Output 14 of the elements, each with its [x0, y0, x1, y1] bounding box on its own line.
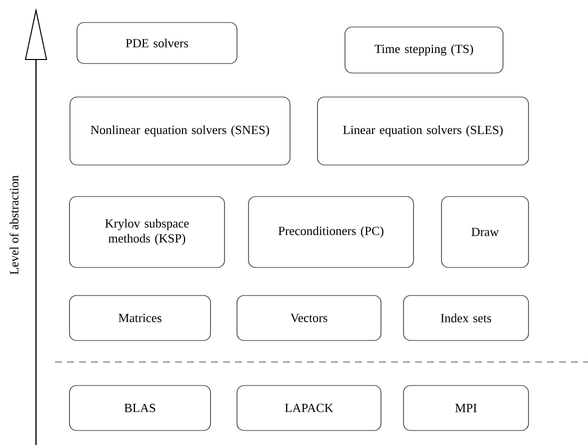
component-box: Nonlinear equation solvers (SNES): [70, 96, 290, 166]
component-box: LAPACK: [236, 385, 382, 431]
component-box: Preconditioners (PC): [248, 196, 414, 268]
axis-label: Level of abstraction: [10, 175, 18, 274]
component-box: Matrices: [69, 295, 211, 341]
component-box: PDE solvers: [76, 22, 238, 64]
component-box: MPI: [403, 385, 529, 431]
component-box: Time stepping (TS): [344, 26, 504, 74]
component-box: Krylov subspace methods (KSP): [69, 196, 225, 268]
component-box: Linear equation solvers (SLES): [317, 96, 529, 166]
component-box: BLAS: [69, 385, 211, 431]
component-box: Vectors: [236, 295, 382, 341]
component-box: Index sets: [403, 295, 529, 341]
component-box: Draw: [441, 196, 529, 268]
